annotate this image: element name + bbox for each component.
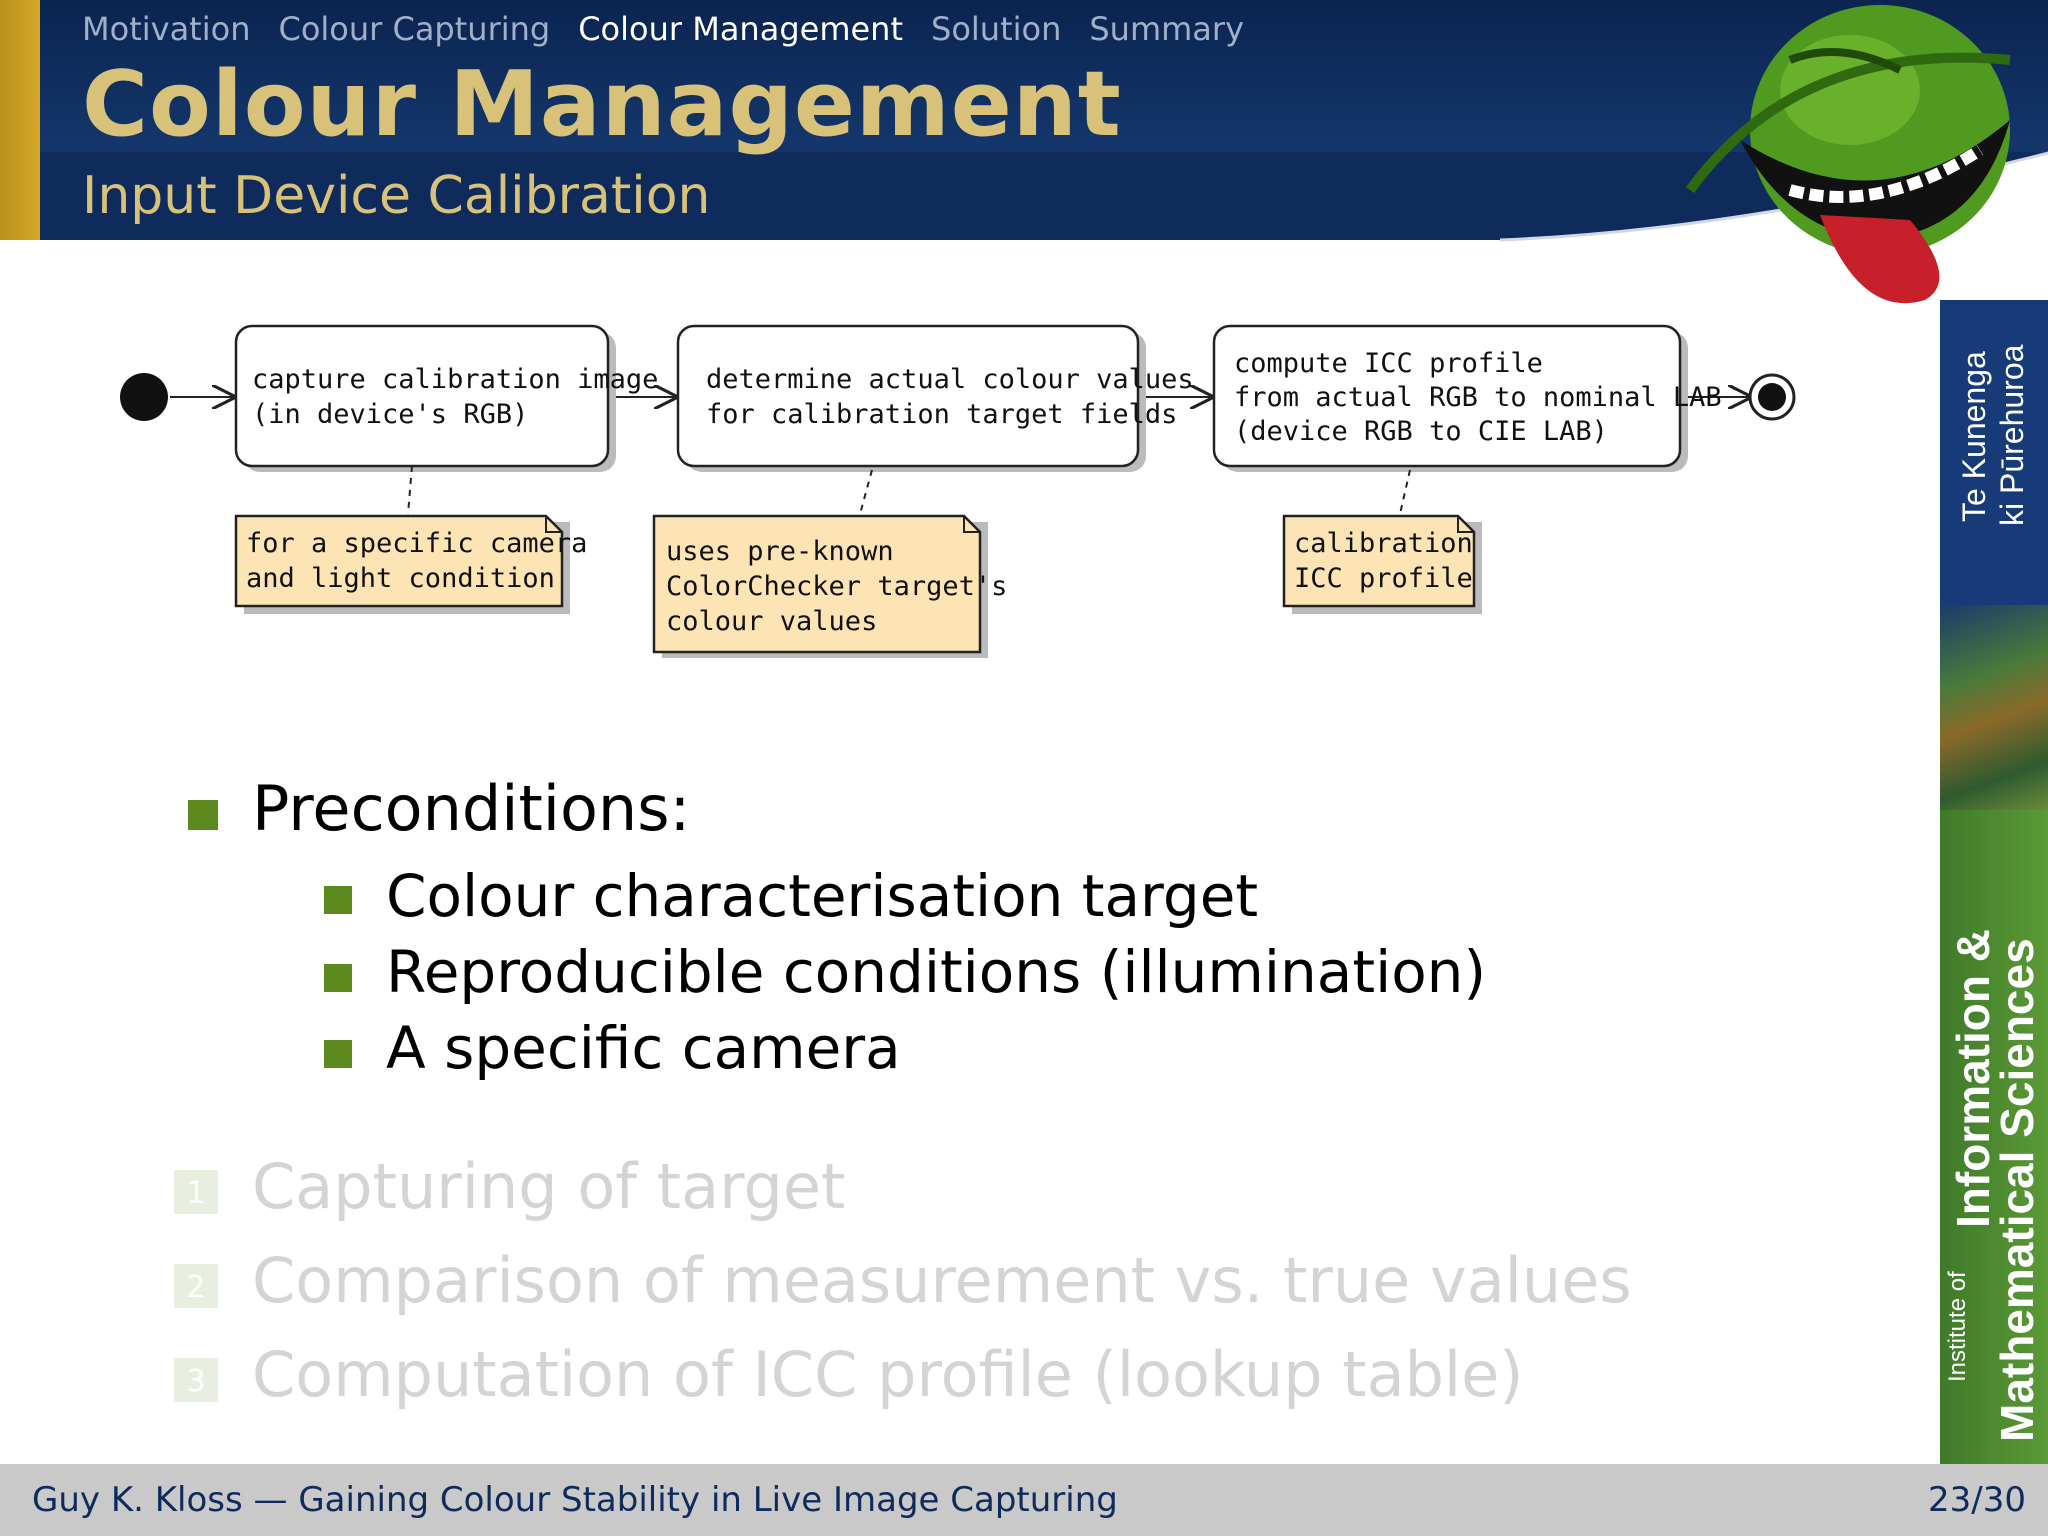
- precondition-item: Reproducible conditions (illumination): [386, 938, 1487, 1006]
- footer-author-title: Guy K. Kloss — Gaining Colour Stability …: [32, 1480, 1118, 1520]
- laughing-face-logo: [1685, 5, 2011, 304]
- note2-line3: colour values: [666, 606, 877, 637]
- bullet-square: [324, 1040, 352, 1068]
- note-specific-camera: [234, 514, 564, 608]
- note3-line1: calibration: [1294, 528, 1473, 559]
- maori-name-line1: Te Kunenga: [1956, 351, 1992, 522]
- sidebar-green-panel: Institute of Information & Mathematical …: [1940, 810, 2048, 1464]
- sidebar-photo-strip: [1940, 605, 2048, 810]
- maori-name-line2: ki Pūrehuroa: [1994, 344, 2030, 526]
- note-calibration-icc-profile: [1282, 514, 1476, 608]
- bullet-square: [324, 964, 352, 992]
- step3-line3: (device RGB to CIE LAB): [1234, 416, 1608, 447]
- sidebar-blue-panel: Te Kunenga ki Pūrehuroa: [1940, 300, 2048, 605]
- step2-line1: determine actual colour values: [706, 364, 1194, 395]
- nav-item-solution[interactable]: Solution: [931, 10, 1062, 48]
- institute-line2: Mathematical Sciences: [1991, 938, 2043, 1442]
- calibration-activity-diagram: capture calibration image (in device's R…: [120, 324, 1796, 658]
- nav-item-colour-capturing[interactable]: Colour Capturing: [278, 10, 551, 48]
- step1-line2: (in device's RGB): [252, 399, 528, 430]
- step-number-badge: 1: [174, 1170, 218, 1214]
- university-sidebar: Te Kunenga ki Pūrehuroa Institute of Inf…: [1940, 300, 2048, 1464]
- note-colorchecker-values: [652, 514, 982, 654]
- step-number-badge: 3: [174, 1358, 218, 1402]
- note1-line2: and light condition: [246, 563, 555, 594]
- note3-line2: ICC profile: [1294, 563, 1473, 594]
- step1-line1: capture calibration image: [252, 364, 658, 395]
- note2-line2: ColorChecker target's: [666, 571, 1007, 602]
- step-determine-colour-values: [676, 324, 1140, 468]
- gold-accent-bar: [0, 0, 40, 240]
- precondition-item: Colour characterisation target: [386, 862, 1259, 930]
- institute-small-label: Institute of: [1944, 1271, 1971, 1382]
- preconditions-heading: Preconditions:: [252, 772, 691, 845]
- nav-item-colour-management[interactable]: Colour Management: [578, 10, 903, 48]
- slide-footer: Guy K. Kloss — Gaining Colour Stability …: [0, 1464, 2048, 1536]
- note2-line1: uses pre-known: [666, 536, 894, 567]
- start-node: [120, 373, 168, 421]
- step-capture-calibration-image: [234, 324, 610, 468]
- precondition-item: A specific camera: [386, 1014, 901, 1082]
- step3-line2: from actual RGB to nominal LAB: [1234, 382, 1722, 413]
- slide-subtitle: Input Device Calibration: [82, 166, 711, 226]
- note1-line1: for a specific camera: [246, 528, 587, 559]
- slide-title: Colour Management: [82, 52, 1122, 157]
- step-number-badge: 2: [174, 1264, 218, 1308]
- step2-line2: for calibration target fields: [706, 399, 1177, 430]
- step3-line1: compute ICC profile: [1234, 348, 1543, 379]
- bullet-square: [324, 886, 352, 914]
- section-nav: Motivation Colour Capturing Colour Manag…: [82, 10, 1244, 48]
- step-item: Comparison of measurement vs. true value…: [252, 1244, 1632, 1317]
- bullet-square: [188, 800, 218, 830]
- page-number: 23/30: [1928, 1480, 2026, 1520]
- step-compute-icc-profile: [1212, 324, 1682, 468]
- nav-item-motivation[interactable]: Motivation: [82, 10, 251, 48]
- nav-item-summary[interactable]: Summary: [1089, 10, 1244, 48]
- step-item: Computation of ICC profile (lookup table…: [252, 1338, 1524, 1411]
- step-item: Capturing of target: [252, 1150, 846, 1223]
